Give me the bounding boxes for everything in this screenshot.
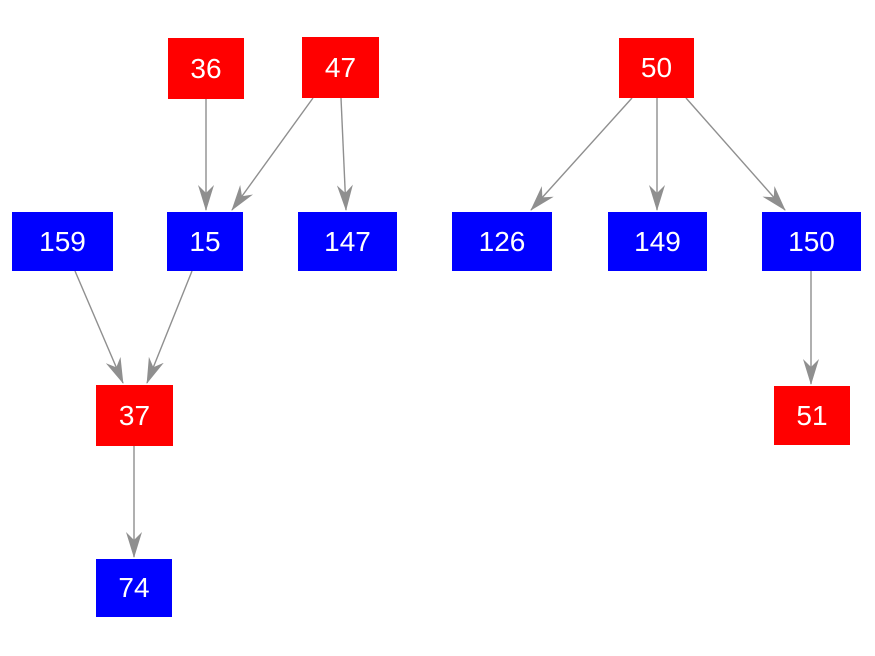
edges-group bbox=[74, 97, 819, 558]
node-label: 36 bbox=[190, 52, 222, 84]
node-149: 149 bbox=[608, 212, 707, 271]
node-37: 37 bbox=[96, 385, 173, 446]
edge-15-37 bbox=[146, 270, 193, 384]
node-label: 15 bbox=[189, 225, 221, 257]
node-label: 37 bbox=[118, 399, 151, 431]
node-label: 150 bbox=[788, 225, 835, 257]
node-15: 15 bbox=[167, 212, 243, 271]
node-147: 147 bbox=[298, 212, 397, 271]
node-150: 150 bbox=[762, 212, 861, 271]
edge-159-37 bbox=[74, 270, 124, 384]
node-label: 147 bbox=[324, 225, 371, 257]
node-74: 74 bbox=[96, 559, 172, 617]
edge-50-126 bbox=[530, 97, 633, 211]
node-126: 126 bbox=[452, 212, 552, 271]
node-label: 126 bbox=[478, 225, 526, 257]
node-51: 51 bbox=[774, 386, 850, 445]
node-label: 50 bbox=[640, 52, 673, 83]
edge-47-147 bbox=[336, 97, 353, 211]
node-label: 47 bbox=[324, 51, 357, 83]
node-47: 47 bbox=[302, 37, 379, 98]
node-label: 51 bbox=[796, 399, 828, 431]
node-159: 159 bbox=[12, 212, 113, 271]
edge-50-150 bbox=[685, 97, 786, 211]
node-36: 36 bbox=[168, 38, 244, 99]
edge-47-15 bbox=[231, 97, 314, 211]
node-label: 74 bbox=[118, 572, 150, 603]
node-label: 149 bbox=[634, 225, 681, 257]
node-50: 50 bbox=[619, 38, 694, 98]
node-label: 159 bbox=[39, 225, 86, 257]
